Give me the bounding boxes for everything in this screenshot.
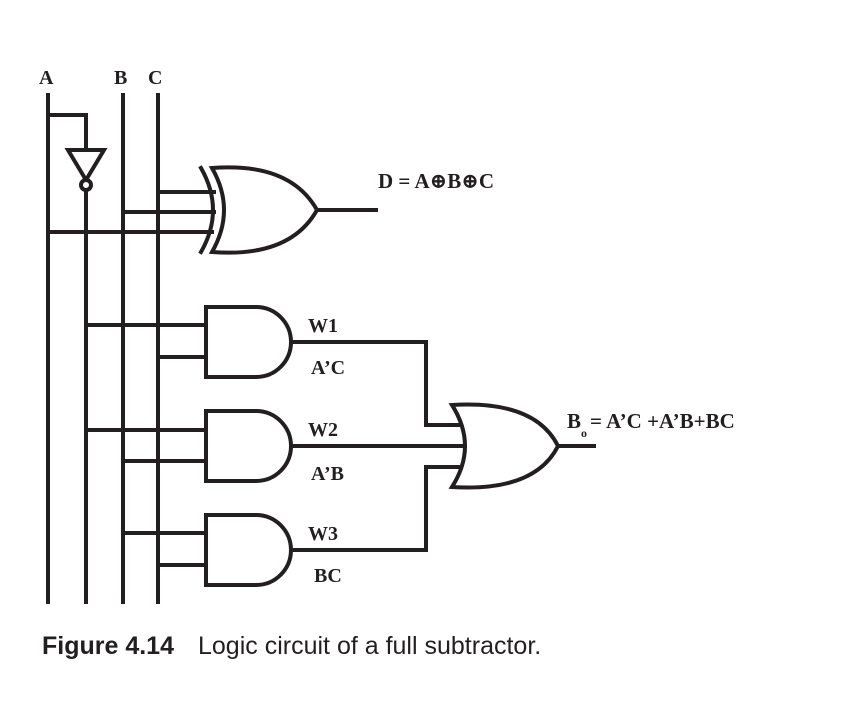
and-gate-3 <box>204 513 293 587</box>
w2-term-label: A’B <box>311 463 344 485</box>
w3-label: W3 <box>308 523 338 545</box>
borrow-output-label: Bo= A’C +A’B+BC <box>567 409 735 440</box>
input-label-c: C <box>148 67 162 89</box>
figure-number: Figure 4.14 <box>42 632 174 660</box>
w3-wire <box>289 465 466 552</box>
borrow-symbol: B <box>567 409 581 433</box>
and-gate-2 <box>204 409 293 483</box>
difference-output-label: D = A⊕B⊕C <box>378 169 494 193</box>
not-gate <box>64 148 108 184</box>
w1-term-label: A’C <box>311 357 345 379</box>
w2-label: W2 <box>308 419 338 441</box>
w1-label: W1 <box>308 315 338 337</box>
xor-gate-back-arc <box>198 165 215 255</box>
not-gate-bubble <box>79 178 93 192</box>
input-label-a: A <box>39 67 54 89</box>
inverter-feed-wire <box>46 113 88 152</box>
or-gate <box>448 402 561 490</box>
w3-term-label: BC <box>314 565 342 587</box>
and-gate-1 <box>204 305 293 379</box>
xor-gate <box>208 165 320 255</box>
borrow-expression: = A’C +A’B+BC <box>590 409 735 433</box>
borrow-subscript: o <box>581 426 587 440</box>
w1-wire <box>289 340 466 427</box>
figure-caption: Figure 4.14 Logic circuit of a full subtr… <box>42 632 541 661</box>
input-label-b: B <box>114 67 127 89</box>
figure-caption-text: Logic circuit of a full subtractor. <box>198 632 542 660</box>
